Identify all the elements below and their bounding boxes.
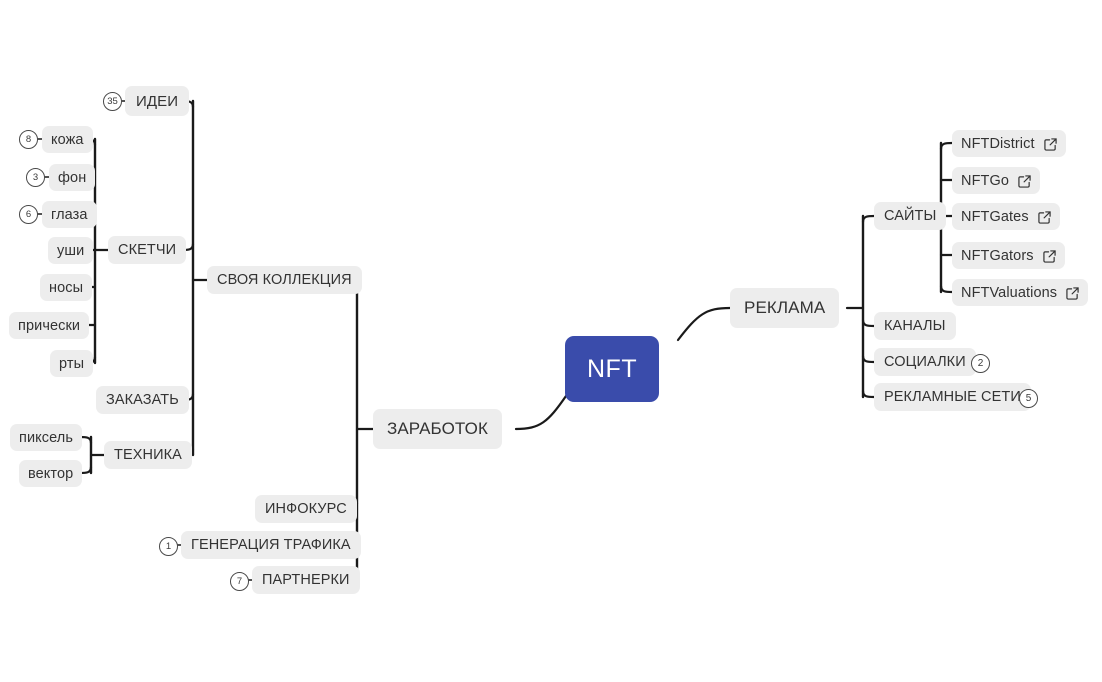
node-socialki[interactable]: СОЦИАЛКИ [874, 348, 976, 376]
node-infokurs[interactable]: ИНФОКУРС [255, 495, 357, 523]
node-socialki-label: СОЦИАЛКИ [884, 354, 966, 370]
node-nftgators[interactable]: NFTGators [952, 242, 1065, 269]
node-sketchi[interactable]: СКЕТЧИ [108, 236, 187, 264]
node-nftdistrict[interactable]: NFTDistrict [952, 130, 1066, 157]
node-idei[interactable]: ИДЕИ [125, 86, 190, 116]
badge-socialki: 2 [971, 354, 990, 373]
node-rty-label: рты [59, 355, 85, 372]
node-ushi-label: уши [57, 242, 85, 259]
node-idei-label: ИДЕИ [136, 92, 179, 110]
node-piksel-label: пиксель [19, 429, 74, 446]
node-infokurs-label: ИНФОКУРС [265, 501, 347, 517]
external-link-icon[interactable] [1066, 287, 1079, 300]
external-link-icon[interactable] [1043, 138, 1057, 151]
node-generaciya-trafika-label: ГЕНЕРАЦИЯ ТРАФИКА [191, 537, 351, 553]
node-nosy-label: носы [49, 279, 84, 296]
node-tehnika[interactable]: ТЕХНИКА [104, 441, 192, 469]
badge-koja: 8 [19, 130, 38, 149]
node-piksel[interactable]: пиксель [10, 424, 83, 451]
node-rty[interactable]: рты [50, 350, 94, 377]
root-node-nft[interactable]: NFT [565, 336, 660, 402]
node-koja-label: кожа [51, 131, 84, 148]
node-glaza-label: глаза [51, 206, 88, 223]
badge-partnerki: 7 [230, 572, 249, 591]
node-svoya-kollekciya[interactable]: СВОЯ КОЛЛЕКЦИЯ [207, 266, 362, 294]
root-node-label: NFT [587, 354, 638, 383]
node-sketchi-label: СКЕТЧИ [118, 242, 177, 258]
node-vektor-label: вектор [28, 465, 74, 482]
badge-idei: 35 [103, 92, 122, 111]
node-nftgators-label: NFTGators [961, 247, 1034, 264]
node-reklamnye-seti[interactable]: РЕКЛАМНЫЕ СЕТИ [874, 383, 1031, 411]
node-kanaly[interactable]: КАНАЛЫ [874, 312, 956, 340]
node-zakazat-label: ЗАКАЗАТЬ [106, 392, 179, 408]
external-link-icon[interactable] [1037, 211, 1051, 224]
node-kanaly-label: КАНАЛЫ [884, 318, 946, 334]
branch-node-zarabotok[interactable]: ЗАРАБОТОК [373, 409, 502, 449]
node-svoya-kollekciya-label: СВОЯ КОЛЛЕКЦИЯ [217, 272, 352, 288]
node-sayty[interactable]: САЙТЫ [874, 202, 947, 230]
node-nftdistrict-label: NFTDistrict [961, 135, 1035, 152]
branch-node-reklama[interactable]: РЕКЛАМА [730, 288, 840, 328]
node-koja[interactable]: кожа [42, 126, 93, 153]
node-partnerki[interactable]: ПАРТНЕРКИ [252, 566, 360, 594]
external-link-icon[interactable] [1042, 250, 1056, 263]
node-nftvaluations[interactable]: NFTValuations [952, 279, 1089, 306]
branch-node-zarabotok-label: ЗАРАБОТОК [387, 419, 488, 438]
node-tehnika-label: ТЕХНИКА [114, 447, 182, 463]
node-sayty-label: САЙТЫ [884, 208, 937, 224]
node-nftgates[interactable]: NFTGates [952, 203, 1060, 230]
node-ushi[interactable]: уши [48, 237, 94, 264]
node-glaza[interactable]: глаза [42, 201, 97, 228]
node-nosy[interactable]: носы [40, 274, 93, 301]
node-nftgo[interactable]: NFTGo [952, 167, 1041, 194]
node-reklamnye-seti-label: РЕКЛАМНЫЕ СЕТИ [884, 389, 1021, 405]
node-fon-label: фон [58, 169, 87, 186]
node-partnerki-label: ПАРТНЕРКИ [262, 572, 350, 588]
node-zakazat[interactable]: ЗАКАЗАТЬ [96, 386, 189, 414]
node-generaciya-trafika[interactable]: ГЕНЕРАЦИЯ ТРАФИКА [181, 531, 361, 559]
node-nftgates-label: NFTGates [961, 208, 1029, 225]
node-nftgo-label: NFTGo [961, 172, 1010, 189]
badge-reklamnye-seti: 5 [1019, 389, 1038, 408]
node-vektor[interactable]: вектор [19, 460, 83, 487]
badge-glaza: 6 [19, 205, 38, 224]
badge-generaciya-trafika: 1 [159, 537, 178, 556]
external-link-icon[interactable] [1018, 175, 1031, 188]
node-nftvaluations-label: NFTValuations [961, 284, 1058, 301]
node-pricheski-label: прически [18, 317, 81, 334]
node-pricheski[interactable]: прически [9, 312, 90, 339]
badge-fon: 3 [26, 168, 45, 187]
branch-node-reklama-label: РЕКЛАМА [744, 298, 826, 317]
node-fon[interactable]: фон [49, 164, 96, 191]
